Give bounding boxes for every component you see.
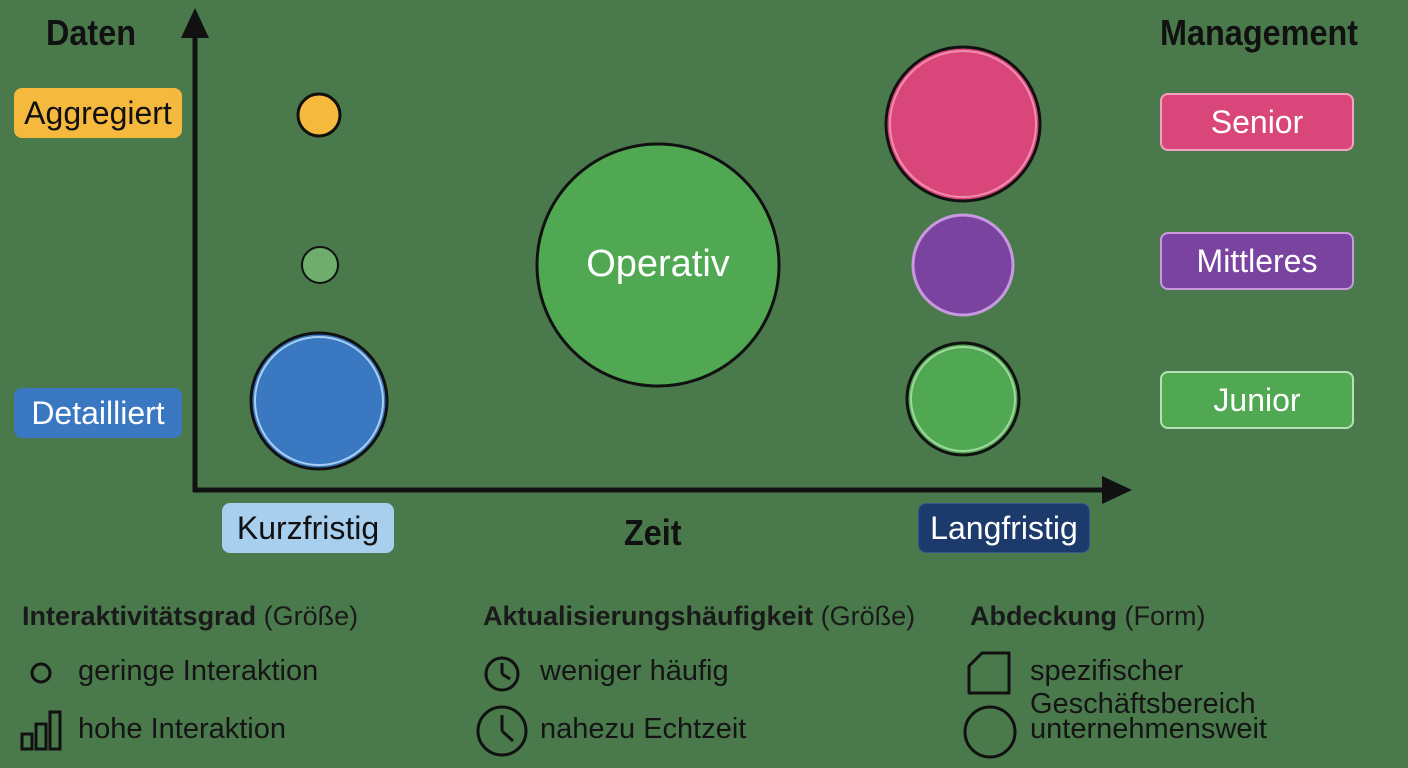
- bubble-detailliert: [249, 331, 389, 471]
- legend-abdeckung-title: Abdeckung (Form): [970, 601, 1206, 631]
- tag-detailliert: Detailliert: [14, 388, 182, 438]
- large-clock-icon: [476, 705, 528, 757]
- bubble-mid-small: [301, 246, 339, 284]
- tag-junior: Junior: [1160, 371, 1354, 429]
- x-axis-title: Zeit: [624, 512, 682, 553]
- legend-aktualisierung-title: Aktualisierungshäufigkeit (Größe): [483, 601, 916, 631]
- tag-senior: Senior: [1160, 93, 1354, 151]
- x-axis-arrow: [1102, 476, 1132, 504]
- bubble-detailliert-ring: [254, 336, 384, 466]
- legend-nahezu-echtzeit: nahezu Echtzeit: [540, 713, 747, 745]
- tag-langfristig: Langfristig: [918, 503, 1090, 553]
- y-axis-title: Daten: [46, 12, 137, 53]
- legend-spezifischer-geschaeftsbereich: spezifischer Geschäftsbereich: [1030, 655, 1256, 720]
- legend-interaktivitaet-title: Interaktivitätsgrad (Größe): [22, 601, 359, 631]
- tag-aggregiert: Aggregiert: [14, 88, 182, 138]
- cut-corner-square-icon: [967, 651, 1011, 695]
- management-title: Management: [1160, 12, 1359, 53]
- tag-kurzfristig: Kurzfristig: [222, 503, 394, 553]
- bubble-senior-ring: [889, 50, 1037, 198]
- legend-unternehmensweit: unternehmensweit: [1030, 713, 1267, 745]
- bubble-junior: [905, 341, 1021, 457]
- legend-hohe-interaktion: hohe Interaktion: [78, 713, 286, 745]
- operativ-label: Operativ: [586, 243, 730, 285]
- bubble-aggregiert-small: [296, 92, 342, 138]
- small-clock-icon: [484, 656, 520, 692]
- bubble-senior: [884, 45, 1042, 203]
- bubble-mittleres: [911, 213, 1015, 317]
- large-circle-icon: [963, 705, 1017, 759]
- legend-geringe-interaktion: geringe Interaktion: [78, 655, 319, 687]
- small-circle-icon: [30, 662, 52, 684]
- bar-chart-icon: [20, 710, 62, 751]
- tag-mittleres: Mittleres: [1160, 232, 1354, 290]
- legend-weniger-haeufig: weniger häufig: [540, 655, 729, 687]
- bubble-operativ: [535, 142, 781, 388]
- bubble-junior-ring: [910, 346, 1016, 452]
- y-axis-arrow: [181, 8, 209, 38]
